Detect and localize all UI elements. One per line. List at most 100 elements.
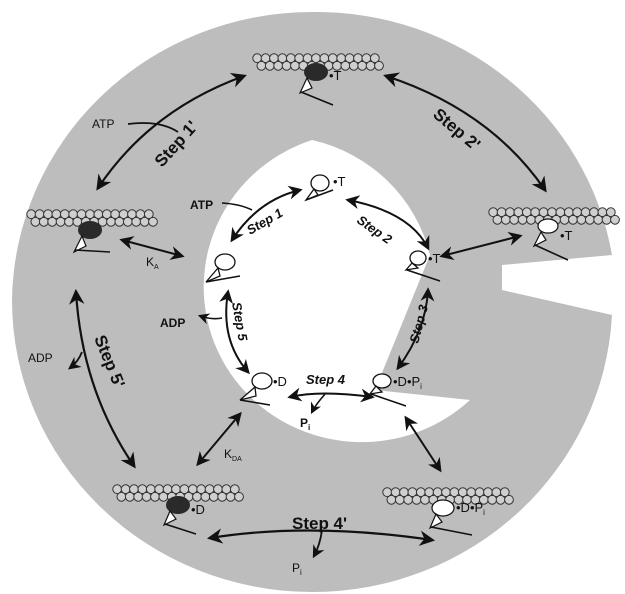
actin-bead <box>374 60 384 71</box>
actin-bead <box>568 214 578 225</box>
label-atp-inner: ATP <box>190 198 213 212</box>
arrow-step1-inner <box>230 185 303 243</box>
actin-bead <box>593 214 604 225</box>
actin-bead <box>495 494 506 505</box>
actin-bead <box>559 214 570 225</box>
actin-bead <box>576 214 587 225</box>
actin-bead <box>158 491 169 502</box>
label-step4-outer: Step 4' <box>292 514 347 533</box>
state-inner-d: •D <box>273 374 287 389</box>
arrow-step4-outer-pi <box>312 529 325 559</box>
actin-bead <box>499 487 510 498</box>
actin-bead <box>217 491 228 502</box>
myosin-head-bottom-right-weak <box>428 499 473 536</box>
state-inner-dp-main: •D•P <box>393 374 420 389</box>
actin-bead <box>273 60 284 71</box>
actin-bead <box>403 494 414 505</box>
label-pi-inner-main: P <box>300 416 308 430</box>
state-bottom-right-dp-main: •D•P <box>456 500 483 515</box>
actin-bead <box>386 494 397 505</box>
actin-bead <box>131 216 142 227</box>
actin-bead <box>487 494 498 505</box>
actin-bead <box>225 491 236 502</box>
actin-bead <box>420 494 430 505</box>
actin-bead <box>150 491 160 502</box>
inner-myosin-left <box>205 253 241 283</box>
myosin-head-left-bound <box>72 221 111 254</box>
state-inner-dp-sub: i <box>420 382 422 391</box>
state-bottom-right-dp-sub: i <box>483 508 485 517</box>
actin-bead <box>234 491 244 502</box>
label-step5-inner: Step 5 <box>229 301 251 343</box>
state-top-t: •T <box>329 68 342 83</box>
myosin-head-top-bound <box>298 63 334 106</box>
actin-bead <box>229 484 240 495</box>
state-inner-top-t: •T <box>333 174 346 189</box>
actin-bead <box>148 216 158 227</box>
actin-bead <box>584 214 595 225</box>
arrow-step2-inner <box>345 195 430 251</box>
arrow-step4-inner-pi <box>310 392 327 415</box>
actin-bead <box>64 216 74 227</box>
actin-bead <box>290 60 300 71</box>
actin-bead <box>192 491 202 502</box>
actin-bead <box>517 214 528 225</box>
arrow-step1-inner-atp <box>221 202 253 211</box>
arrow-step5-inner-adp <box>197 313 223 325</box>
actin-bead <box>116 491 127 502</box>
actin-bead <box>348 60 359 71</box>
label-atp-outer: ATP <box>92 117 114 131</box>
arrow-step2-outer <box>383 72 547 193</box>
actin-bead <box>200 491 211 502</box>
actin-bead <box>411 494 422 505</box>
state-right-t: •T <box>560 228 573 243</box>
state-inner-dp: •D•Pi <box>393 374 422 391</box>
actin-bead <box>365 60 376 71</box>
actin-bead <box>139 216 150 227</box>
actin-bead <box>30 216 41 227</box>
myosin-head-bottom-left-bound <box>162 496 197 535</box>
actin-bead <box>340 60 351 71</box>
label-step2-inner: Step 2 <box>354 212 395 247</box>
label-step4-inner: Step 4 <box>306 372 346 387</box>
actin-bead <box>492 214 503 225</box>
actin-bead <box>256 60 267 71</box>
actin-bead <box>141 491 152 502</box>
label-pi-outer: Pi <box>292 561 302 577</box>
label-adp-outer: ADP <box>28 351 53 365</box>
arrow-ka <box>119 236 185 260</box>
arrow-step5-outer-adp <box>67 351 83 370</box>
actin-bead <box>55 216 66 227</box>
inner-myosin-dp <box>368 373 407 407</box>
arrow-step3-inner <box>396 287 435 371</box>
label-ka-sub: A <box>154 264 159 271</box>
label-kda: KDA <box>224 447 242 463</box>
arrow-right-t <box>439 232 523 260</box>
actin-bead <box>394 494 405 505</box>
arrow-step4-outer <box>206 528 436 546</box>
actin-bead <box>281 60 292 71</box>
arrow-step4-inner <box>287 387 375 403</box>
inner-myosin-right <box>404 250 441 282</box>
actin-bead <box>509 214 520 225</box>
arrow-right-dp <box>404 415 442 473</box>
actin-bead <box>526 214 536 225</box>
actin-bead <box>124 491 135 502</box>
arrow-step5-outer <box>69 288 136 469</box>
actin-bead <box>369 53 380 64</box>
outer-ring-background <box>12 11 612 593</box>
actin-bead <box>601 214 612 225</box>
label-kda-sub: DA <box>232 456 242 463</box>
label-adp-inner: ADP <box>160 316 185 330</box>
label-ka: KA <box>146 255 159 271</box>
actin-bead <box>357 60 368 71</box>
actin-bead <box>133 491 144 502</box>
actin-bead <box>114 216 125 227</box>
actin-bead <box>143 209 154 220</box>
actin-bead <box>122 216 133 227</box>
state-inner-right-t: •T <box>428 251 441 266</box>
label-kda-main: K <box>224 447 232 461</box>
actin-bead <box>264 60 275 71</box>
label-pi-inner-sub: i <box>308 423 310 432</box>
